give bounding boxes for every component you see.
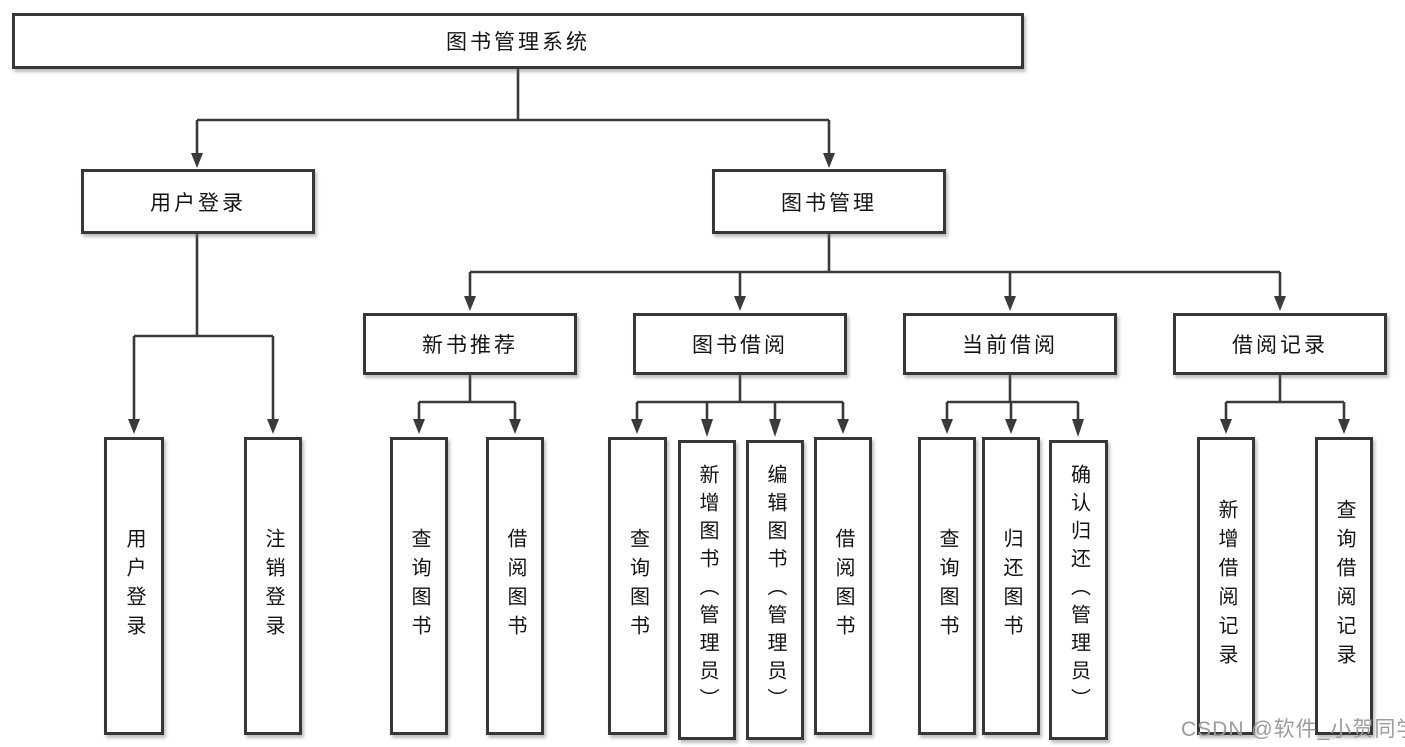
node-new-book-recommend: 新书推荐 (363, 313, 577, 375)
arrow-down-icon (823, 153, 835, 168)
node-book-management: 图书管理 (712, 169, 946, 234)
leaf-query-book-current: 查询图书 (918, 437, 976, 735)
leaf-borrow-book: 借阅图书 (814, 437, 872, 735)
arrowheads (128, 153, 1350, 437)
node-book-borrow: 图书借阅 (633, 313, 847, 375)
arrow-down-icon (941, 419, 953, 434)
arrow-down-icon (413, 419, 425, 434)
node-library-management-system: 图书管理系统 (12, 13, 1024, 69)
leaf-return-book: 归还图书 (982, 437, 1040, 735)
arrow-down-icon (509, 419, 521, 434)
connector-lines (132, 69, 1346, 419)
arrow-down-icon (701, 419, 713, 437)
arrow-down-icon (128, 419, 140, 434)
leaf-logout: 注销登录 (244, 437, 302, 735)
node-current-borrow: 当前借阅 (903, 313, 1117, 375)
node-borrow-records: 借阅记录 (1173, 313, 1387, 375)
arrow-down-icon (1274, 296, 1286, 311)
leaf-query-borrow-record: 查询借阅记录 (1315, 437, 1373, 735)
arrow-down-icon (1072, 419, 1084, 437)
arrow-down-icon (734, 296, 746, 311)
leaf-user-login: 用户登录 (104, 437, 164, 735)
arrow-down-icon (837, 419, 849, 434)
leaf-borrow-book-recommend: 借阅图书 (486, 437, 544, 735)
leaf-edit-book-admin: 编辑图书（管理员） (746, 440, 804, 740)
arrow-down-icon (769, 419, 781, 437)
leaf-query-book-borrow: 查询图书 (608, 437, 667, 735)
leaf-add-book-admin: 新增图书（管理员） (678, 440, 736, 740)
arrow-down-icon (191, 153, 203, 168)
leaf-add-borrow-record: 新增借阅记录 (1197, 437, 1255, 735)
arrow-down-icon (1004, 296, 1016, 311)
leaf-confirm-return-admin: 确认归还（管理员） (1049, 440, 1108, 740)
csdn-watermark: CSDN @软件_小贺同学 (1181, 718, 1405, 741)
arrow-down-icon (1220, 419, 1232, 434)
arrow-down-icon (631, 419, 643, 434)
node-user-login: 用户登录 (81, 169, 315, 234)
arrow-down-icon (267, 419, 279, 434)
arrow-down-icon (1005, 419, 1017, 434)
arrow-down-icon (1338, 419, 1350, 434)
leaf-query-book-recommend: 查询图书 (390, 437, 448, 735)
arrow-down-icon (464, 296, 476, 311)
